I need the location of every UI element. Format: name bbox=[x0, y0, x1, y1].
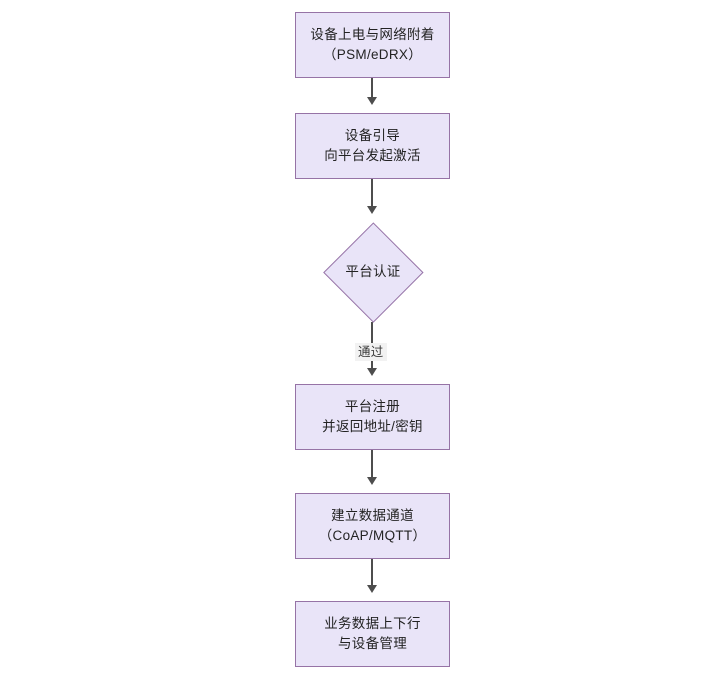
process-node-line-2: 向平台发起激活 bbox=[324, 148, 421, 163]
process-node-line-2: （PSM/eDRX） bbox=[322, 47, 423, 62]
decision-node-label: 平台认证 bbox=[345, 264, 401, 279]
edge-line-n4-to-n5 bbox=[371, 450, 373, 479]
arrowhead-icon-n5-to-n6 bbox=[367, 585, 377, 593]
process-node-n4[interactable]: 平台注册并返回地址/密钥 bbox=[295, 384, 450, 450]
process-node-line-2: （CoAP/MQTT） bbox=[318, 528, 427, 543]
arrowhead-icon-n3-to-n4 bbox=[367, 368, 377, 376]
process-node-line-1: 平台注册 bbox=[344, 399, 401, 414]
arrowhead-icon-n1-to-n2 bbox=[367, 97, 377, 105]
process-node-n1[interactable]: 设备上电与网络附着 （PSM/eDRX） bbox=[295, 12, 450, 78]
decision-node-n3[interactable]: 平台认证 bbox=[323, 222, 424, 323]
process-node-line-1: 设备引导 bbox=[344, 128, 401, 143]
arrowhead-icon-n2-to-n3 bbox=[367, 206, 377, 214]
process-node-n6[interactable]: 业务数据上下行与设备管理 bbox=[295, 601, 450, 667]
process-node-line-2: 并返回地址/密钥 bbox=[322, 419, 423, 434]
edge-line-n1-to-n2 bbox=[371, 78, 373, 99]
process-node-line-1: 业务数据上下行 bbox=[324, 616, 421, 631]
process-node-n5[interactable]: 建立数据通道 （CoAP/MQTT） bbox=[295, 493, 450, 559]
arrowhead-icon-n4-to-n5 bbox=[367, 477, 377, 485]
process-node-line-2: 与设备管理 bbox=[338, 636, 407, 651]
edge-line-n5-to-n6 bbox=[371, 559, 373, 587]
process-node-line-1: 设备上电与网络附着 bbox=[310, 27, 435, 42]
process-node-n2[interactable]: 设备引导向平台发起激活 bbox=[295, 113, 450, 179]
edge-line-n2-to-n3 bbox=[371, 179, 373, 208]
edge-label-n3-to-n4: 通过 bbox=[355, 343, 387, 361]
process-node-line-1: 建立数据通道 bbox=[331, 508, 414, 523]
